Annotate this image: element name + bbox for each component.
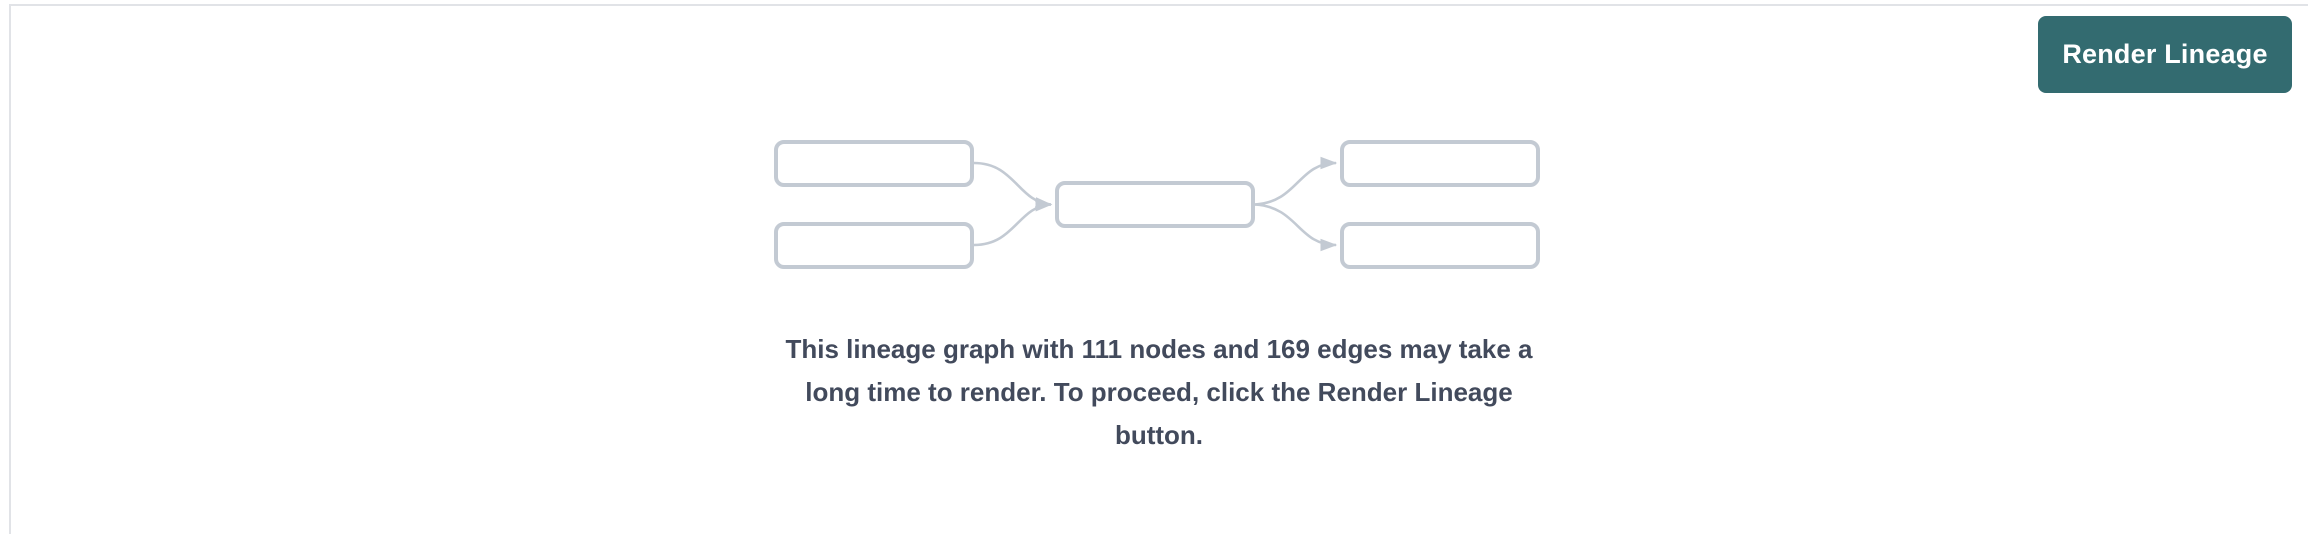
edge-left-bottom-to-middle (973, 198, 1053, 247)
render-lineage-button[interactable]: Render Lineage (2038, 16, 2292, 93)
edge-left-top-to-middle (973, 161, 1053, 210)
lineage-edges (973, 156, 1338, 252)
lineage-node-left-top (774, 140, 974, 187)
lineage-node-left-bottom (774, 222, 974, 269)
panel-top-border (9, 4, 2308, 6)
panel-left-border (9, 4, 11, 534)
lineage-node-right-top (1340, 140, 1540, 187)
lineage-node-right-bottom (1340, 222, 1540, 269)
edge-middle-to-right-bottom (1254, 203, 1338, 252)
lineage-graph-preview (760, 130, 1560, 269)
lineage-warning-message: This lineage graph with 111 nodes and 16… (785, 334, 1533, 450)
edge-middle-to-right-top (1254, 156, 1338, 206)
lineage-node-middle (1055, 181, 1255, 228)
